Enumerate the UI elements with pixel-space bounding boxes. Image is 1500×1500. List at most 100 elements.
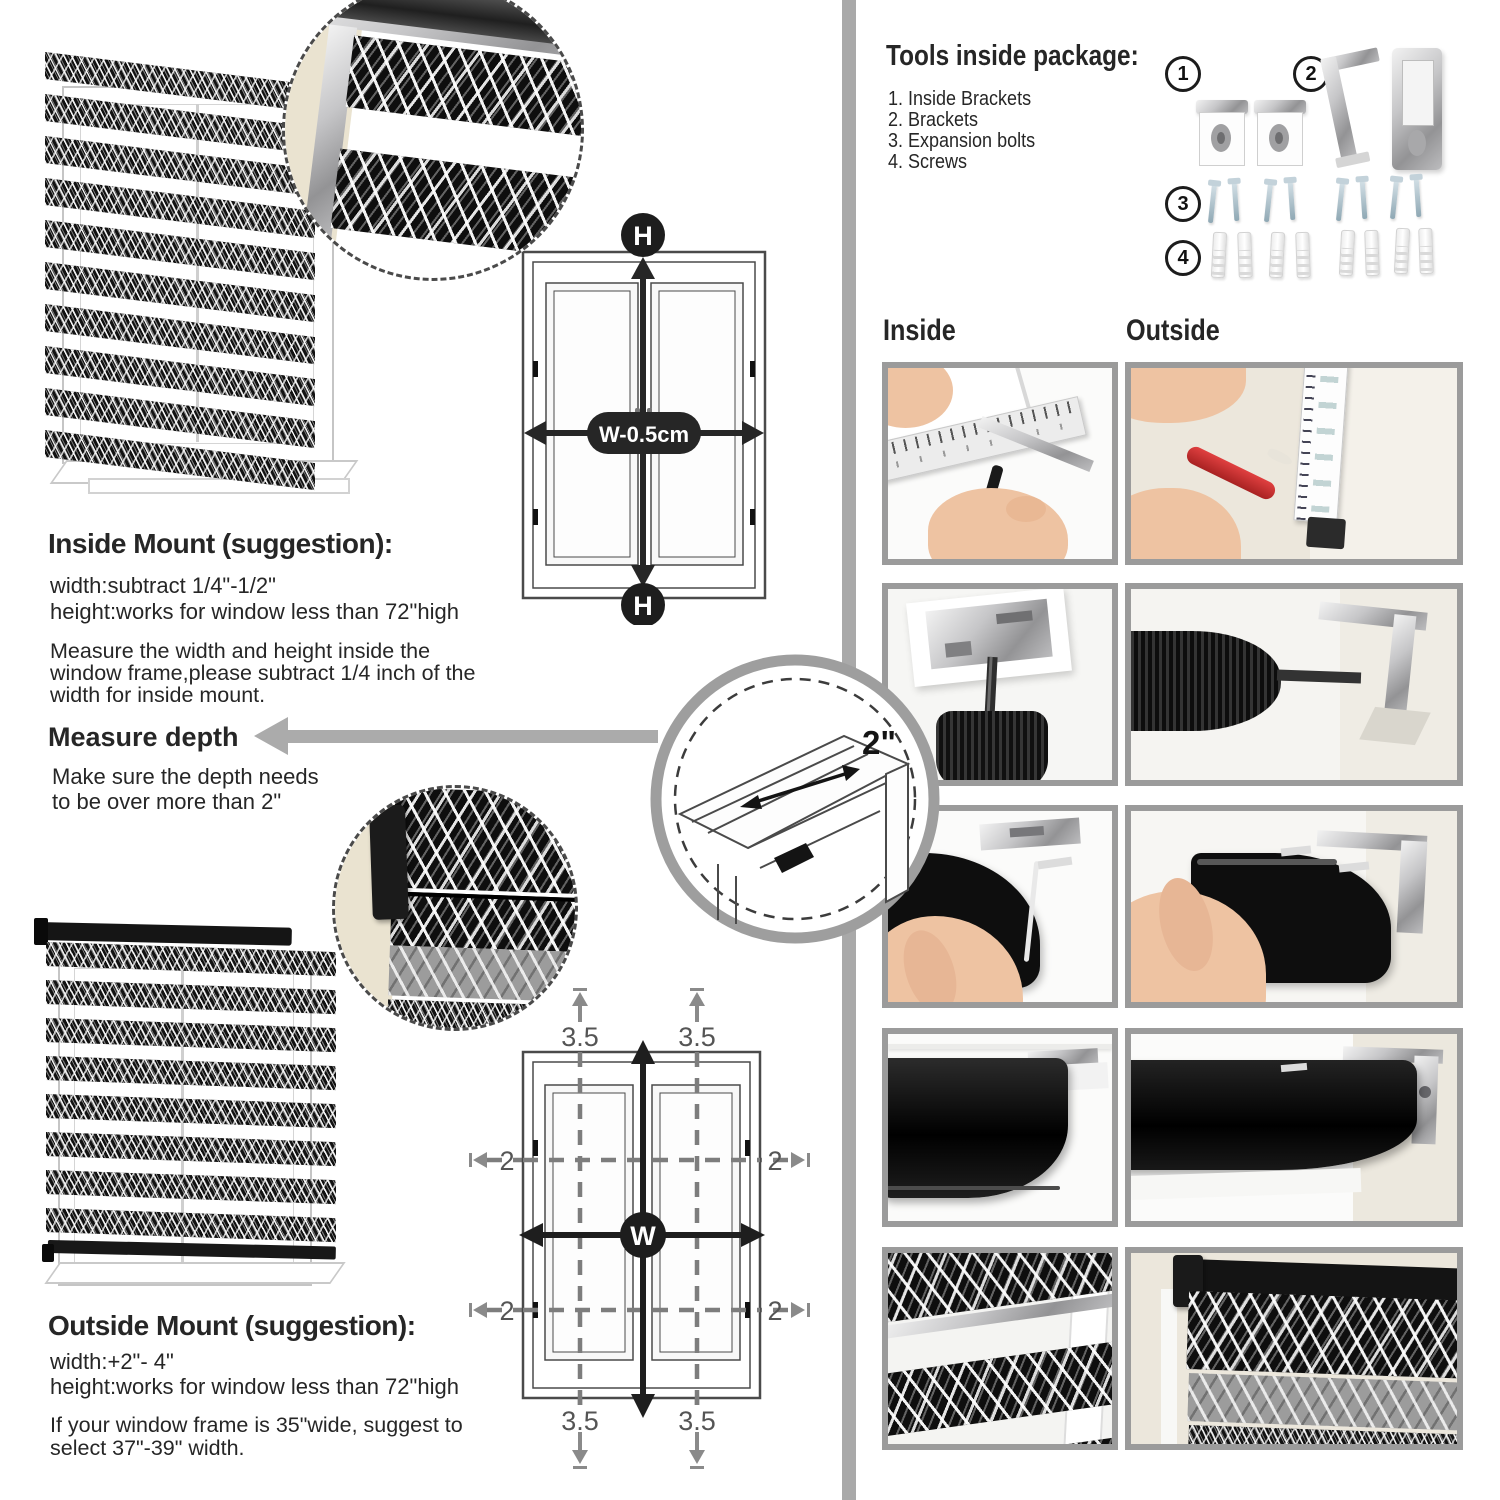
- screw-head: [1227, 177, 1241, 185]
- wall-anchor: [1210, 231, 1228, 279]
- measure-depth-arrow: [286, 730, 658, 743]
- inside-measure-window-diagram: W-0.5cm H H: [521, 213, 767, 625]
- outside-mount-note-line1: If your window frame is 35"wide, suggest…: [50, 1413, 463, 1437]
- mounting-bracket: [979, 817, 1081, 851]
- bracket-slot: [944, 640, 973, 658]
- pen-tip: [1266, 446, 1294, 468]
- anchor-ridges: [1296, 249, 1310, 276]
- side-left-lower-label: 2: [499, 1296, 514, 1326]
- screw-head: [1283, 176, 1297, 184]
- tape-end-clip: [1306, 516, 1346, 550]
- window-sketch-mullion: [196, 104, 199, 442]
- measure-depth-heading: Measure depth: [48, 722, 239, 752]
- width-label-pill: [587, 412, 701, 454]
- tools-item-2: 2. Brackets: [888, 109, 979, 131]
- drill-chuck: [936, 711, 1048, 780]
- bracket-screw: [1419, 1086, 1431, 1098]
- fabric-band: [386, 999, 575, 1028]
- bracket-slot: [1402, 60, 1434, 126]
- screw-head: [1355, 175, 1369, 183]
- height-badge-top: [621, 213, 665, 257]
- cassette-end-cap-zoom: [368, 804, 409, 920]
- clip-hook: [1338, 861, 1370, 873]
- photo-measure-outside: [1125, 362, 1463, 565]
- bracket-leg: [1396, 840, 1428, 934]
- zebra-stripe: [46, 1056, 336, 1091]
- measure-depth-note-line1: Make sure the depth needs: [52, 764, 319, 789]
- inside-mount-blind-illustration: [45, 52, 315, 510]
- hand: [1131, 488, 1241, 559]
- bottom-overhang-arrows: [572, 1432, 705, 1469]
- bracket-leg: [1320, 56, 1358, 162]
- fabric-band: [392, 788, 575, 895]
- fabric-zoom-circle-bottom: [332, 785, 578, 1031]
- headrail-ridge: [1197, 859, 1337, 865]
- valance: [1131, 1060, 1417, 1170]
- height-badge-top-label: H: [633, 221, 653, 251]
- outside-mount-height-rule: height:works for window less than 72"hig…: [50, 1374, 459, 1399]
- zebra-stripe: [46, 1170, 336, 1205]
- photo-clip-headrail-ceiling: [882, 805, 1118, 1008]
- measure-depth-note-line2: to be over more than 2": [52, 789, 282, 814]
- bracket-hole-center: [1217, 132, 1225, 144]
- sheer-below: [1131, 1167, 1362, 1201]
- depth-dimension-label: 2": [862, 724, 896, 761]
- clip-hook: [1280, 845, 1312, 857]
- outside-mount-width-rule: width:+2"- 4": [50, 1349, 174, 1374]
- frame-corner-sketch: [677, 734, 911, 924]
- side-right-lower-label: 2: [767, 1296, 782, 1326]
- wall-anchor: [1338, 229, 1356, 277]
- badge-4: 4: [1165, 240, 1201, 276]
- bracket-slot: [1009, 826, 1045, 838]
- wall-anchor: [1268, 231, 1286, 279]
- photo-measure-inside: [882, 362, 1118, 565]
- height-badge-bottom-label: H: [633, 591, 653, 621]
- photo-installed-inside: [882, 1247, 1118, 1450]
- frame-corner-shadow: [774, 843, 814, 873]
- drill-bit: [1276, 669, 1362, 684]
- screw: [1355, 175, 1369, 220]
- cassette-end-cap: [34, 918, 48, 945]
- fabric-zoom-content: [285, 0, 581, 278]
- zebra-stripe: [46, 942, 336, 977]
- wall-anchor: [1237, 231, 1253, 279]
- outside-mount-heading: Outside Mount (suggestion):: [48, 1310, 416, 1341]
- zebra-stripe: [46, 980, 336, 1015]
- tools-item-3: 3. Expansion bolts: [888, 130, 1036, 152]
- sheer-band: [388, 945, 575, 1003]
- drill-chuck: [1131, 631, 1281, 731]
- screw: [1227, 177, 1241, 222]
- overhang-bottom-right-label: 3.5: [678, 1406, 716, 1436]
- inside-mount-width-rule: width:subtract 1/4"-1/2": [50, 573, 276, 598]
- side-left-upper-label: 2: [499, 1146, 514, 1176]
- window-sketch-sill: [44, 1262, 346, 1284]
- anchor-ridges: [1238, 249, 1252, 276]
- overhang-top-right-label: 3.5: [678, 1022, 716, 1052]
- photo-installed-outside: [1125, 1247, 1463, 1450]
- screw-head: [1263, 178, 1278, 186]
- photo-valance-wall: [1125, 1028, 1463, 1227]
- clip-hook: [1037, 856, 1073, 870]
- side-right-upper-label: 2: [767, 1146, 782, 1176]
- bracket-slot: [995, 610, 1033, 625]
- anchor-ridges: [1269, 249, 1284, 276]
- anchor-ridges: [1394, 245, 1409, 272]
- width-label: W-0.5cm: [599, 422, 689, 447]
- badge-1: 1: [1165, 56, 1201, 92]
- photo-drill-wall-bracket: [1125, 583, 1463, 786]
- valance: [888, 1058, 1068, 1198]
- badge-3: 3: [1165, 186, 1201, 222]
- zebra-stripe: [46, 1094, 336, 1129]
- width-badge-label: W: [630, 1221, 656, 1251]
- overhang-bottom-left-label: 3.5: [561, 1406, 599, 1436]
- thumb: [1006, 496, 1046, 522]
- inside-column-label: Inside: [883, 314, 956, 347]
- anchor-ridges: [1211, 249, 1226, 276]
- fabric-band: [330, 148, 581, 266]
- screw: [1335, 177, 1350, 222]
- screw: [1263, 178, 1278, 223]
- screw: [1207, 179, 1222, 224]
- depth-dimension-arrow: [740, 765, 860, 809]
- screw-head: [1335, 177, 1350, 185]
